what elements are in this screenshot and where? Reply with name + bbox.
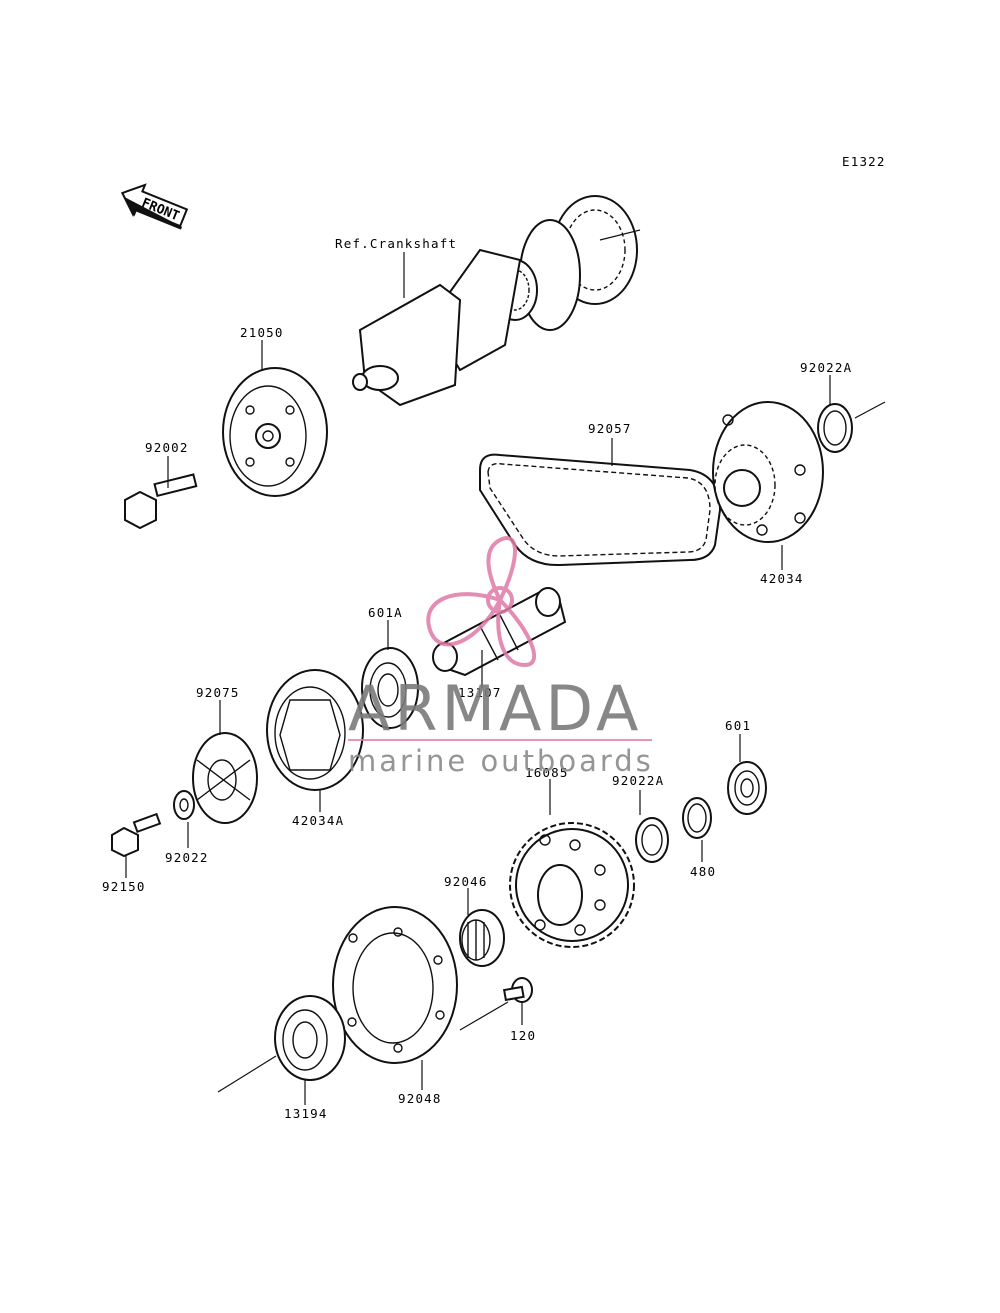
part-13107-shaft <box>432 587 567 677</box>
front-arrow-icon: FRONT <box>120 183 189 230</box>
label-92002: 92002 <box>145 440 189 455</box>
part-92022-washer <box>173 790 195 820</box>
label-13107: 13107 <box>458 685 502 700</box>
label-92022A-mid: 92022A <box>612 773 664 788</box>
diagram-code: E1322 <box>842 154 886 169</box>
label-601A: 601A <box>368 605 403 620</box>
part-601A-bearing <box>361 647 419 729</box>
part-16085-gear <box>509 822 635 948</box>
label-92057: 92057 <box>588 421 632 436</box>
part-21050-pulley <box>222 367 328 497</box>
part-120-screw <box>502 977 533 1003</box>
part-92150-bolt <box>111 812 162 858</box>
label-16085: 16085 <box>525 765 569 780</box>
part-601-bearing <box>727 761 767 815</box>
part-42034A-housing <box>266 669 364 791</box>
label-92022A-top: 92022A <box>800 360 852 375</box>
part-92075-damper <box>192 732 258 824</box>
label-42034: 42034 <box>760 571 804 586</box>
watermark-brand: ARMADA <box>348 672 642 745</box>
part-92022A-top-ring <box>817 403 853 453</box>
label-92150: 92150 <box>102 879 146 894</box>
label-crankshaft: Ref.Crankshaft <box>335 236 457 251</box>
part-92002-bolt <box>124 473 198 530</box>
label-42034A: 42034A <box>292 813 344 828</box>
label-21050: 21050 <box>240 325 284 340</box>
label-601: 601 <box>725 718 751 733</box>
part-42034-sprocket <box>712 401 824 543</box>
part-92046-needle-bearing <box>459 909 505 967</box>
crankshaft-part <box>352 195 641 407</box>
part-480-circlip <box>682 797 712 839</box>
label-92048: 92048 <box>398 1091 442 1106</box>
armada-propeller-logo-icon <box>426 536 536 668</box>
part-92022A-mid-ring <box>635 817 669 863</box>
watermark-tagline: marine outboards <box>348 744 654 778</box>
label-92022: 92022 <box>165 850 209 865</box>
label-13194: 13194 <box>284 1106 328 1121</box>
label-92046: 92046 <box>444 874 488 889</box>
part-13194-hub <box>274 995 346 1081</box>
part-92048-housing <box>332 906 458 1064</box>
label-120: 120 <box>510 1028 536 1043</box>
label-480: 480 <box>690 864 716 879</box>
part-92057-chain <box>479 453 722 567</box>
label-92075: 92075 <box>196 685 240 700</box>
